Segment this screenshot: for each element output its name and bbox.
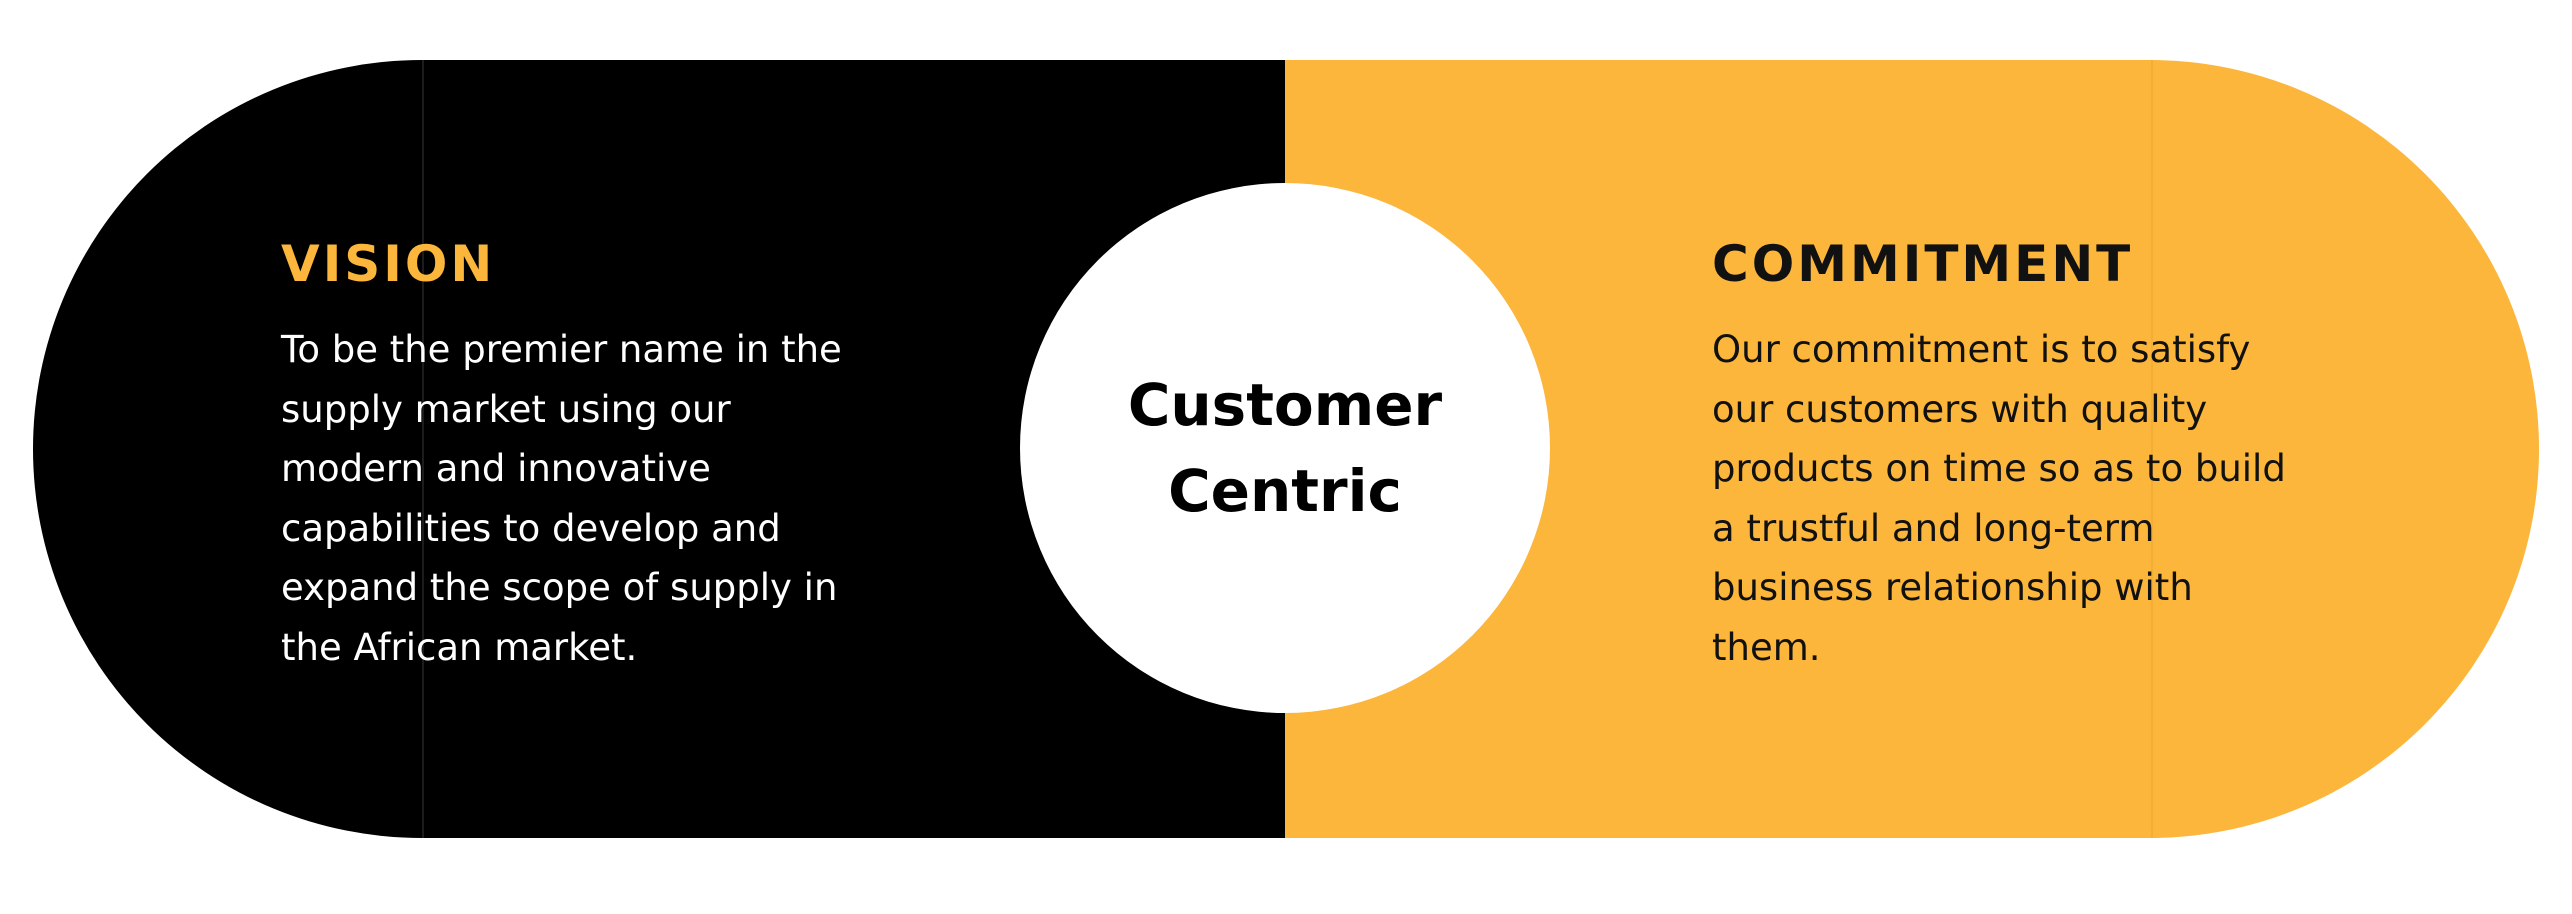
vision-line: capabilities to develop and [281,506,781,550]
commitment-heading: COMMITMENT [1712,235,2134,293]
commitment-line: Our commitment is to satisfy [1712,328,2251,371]
commitment-line: a trustful and long-term [1712,506,2155,550]
commitment-line: business relationship with [1712,566,2193,609]
vision-line: the African market. [281,625,638,669]
center-title-line-2: Centric [1168,457,1402,525]
commitment-line: them. [1712,625,1821,669]
commitment-line: products on time so as to build [1712,447,2286,490]
commitment-line: our customers with quality [1712,387,2208,431]
vision-block: VISION To be the premier name in the sup… [281,232,901,677]
center-title: Customer Centric [1105,362,1465,534]
vision-line: To be the premier name in the [281,328,842,371]
vision-line: modern and innovative [281,447,711,490]
commitment-text: Our commitment is to satisfy our custome… [1712,320,2332,677]
vision-text: To be the premier name in the supply mar… [281,320,901,677]
center-title-line-1: Customer [1127,371,1443,439]
vision-line: supply market using our [281,387,731,431]
panel-seam-right [2151,60,2153,838]
vision-heading: VISION [281,235,496,293]
center-circle: Customer Centric [1020,183,1550,713]
vision-line: expand the scope of supply in [281,566,838,609]
panel-seam-left [422,60,424,838]
commitment-block: COMMITMENT Our commitment is to satisfy … [1712,232,2332,677]
